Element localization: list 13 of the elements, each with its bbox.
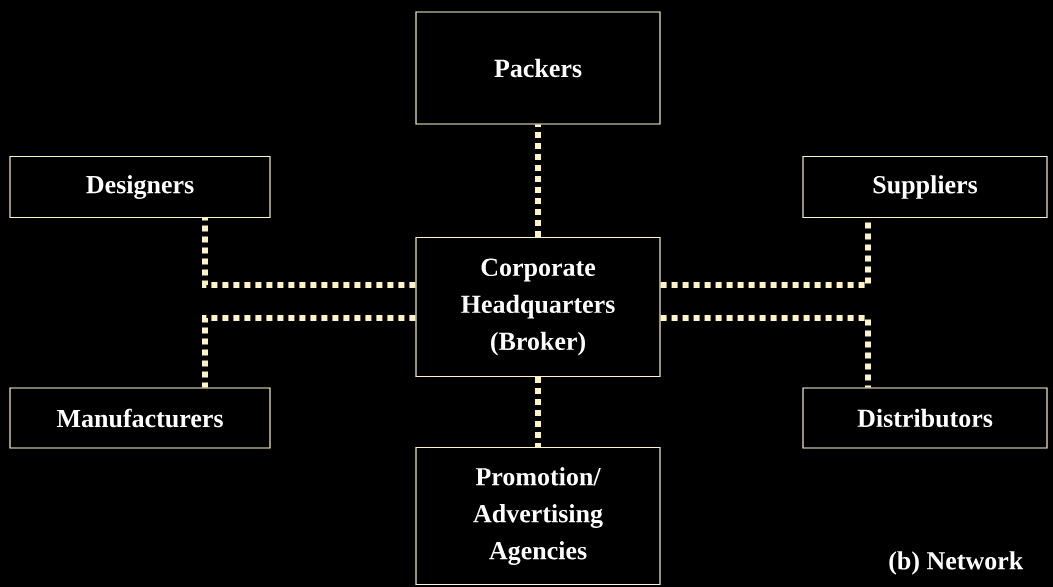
- dotted-connector: [202, 218, 416, 288]
- dotted-connector: [660, 315, 871, 388]
- dotted-connector: [202, 315, 416, 388]
- text-box: Suppliers: [802, 155, 1048, 219]
- text-box: Packers: [415, 11, 661, 125]
- text-box: Distributors: [802, 387, 1048, 449]
- text-box: Designers: [9, 155, 271, 219]
- dotted-connector: [535, 377, 541, 447]
- text-box: Manufacturers: [9, 387, 271, 449]
- caption: (b) Network: [889, 551, 1024, 575]
- text-box: Corporate Headquarters (Broker): [415, 236, 661, 378]
- text-box: Promotion/ Advertising Agencies: [415, 446, 661, 586]
- dotted-connector: [535, 124, 541, 237]
